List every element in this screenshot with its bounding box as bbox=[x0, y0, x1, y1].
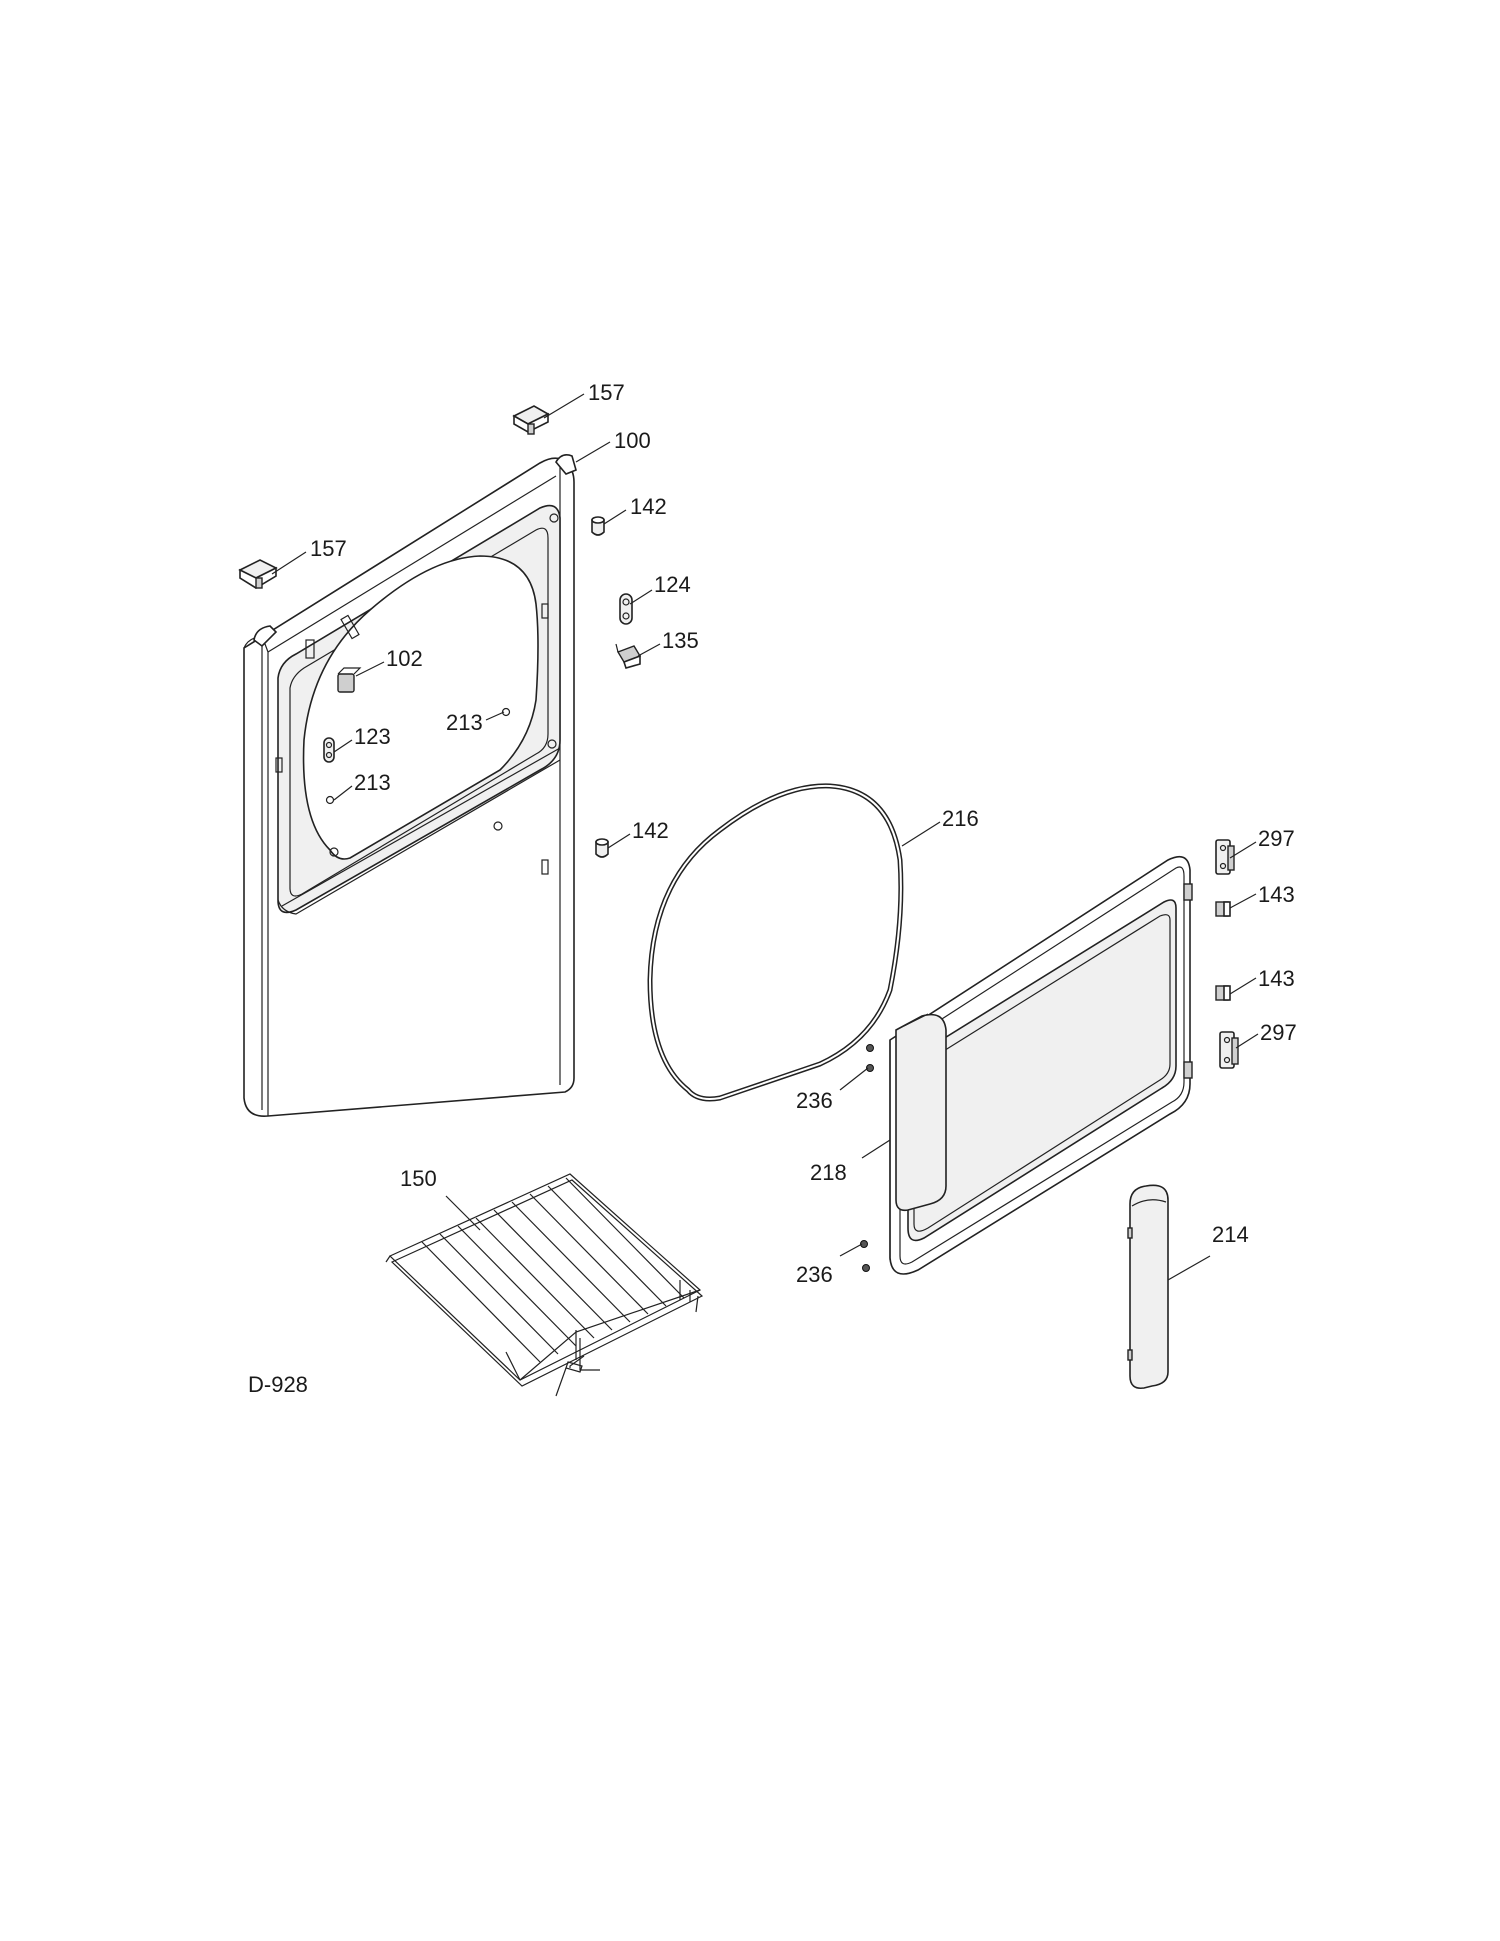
callout-124: 124 bbox=[654, 572, 691, 597]
screws-part-236-lower bbox=[860, 1240, 870, 1272]
callout-236-upper: 236 bbox=[796, 1088, 833, 1113]
callout-labels: 157 100 142 157 124 135 102 213 123 213 … bbox=[248, 380, 1297, 1397]
hinge-part-297-bottom bbox=[1219, 1031, 1239, 1069]
drying-rack-part-150 bbox=[385, 1173, 704, 1397]
gasket-part-216 bbox=[647, 783, 904, 1102]
callout-143-bottom: 143 bbox=[1258, 966, 1295, 991]
front-panel-part-100 bbox=[243, 454, 577, 1117]
leader-lines bbox=[271, 393, 1259, 1281]
callout-297-bottom: 297 bbox=[1260, 1020, 1297, 1045]
callout-213-left: 213 bbox=[354, 770, 391, 795]
callout-102: 102 bbox=[386, 646, 423, 671]
plug-part-142-upper bbox=[591, 516, 605, 536]
callout-142-lower: 142 bbox=[632, 818, 669, 843]
callout-157-left: 157 bbox=[310, 536, 347, 561]
callout-123: 123 bbox=[354, 724, 391, 749]
door-handle-part-214 bbox=[1127, 1184, 1169, 1390]
stop-part-143-top bbox=[1215, 901, 1231, 917]
callout-150: 150 bbox=[400, 1166, 437, 1191]
door-assembly-part-218 bbox=[889, 855, 1193, 1275]
callout-142-upper: 142 bbox=[630, 494, 667, 519]
callout-100: 100 bbox=[614, 428, 651, 453]
callout-157-top: 157 bbox=[588, 380, 625, 405]
callout-214: 214 bbox=[1212, 1222, 1249, 1247]
callout-213-right: 213 bbox=[446, 710, 483, 735]
bracket-part-124 bbox=[619, 593, 633, 625]
callout-297-top: 297 bbox=[1258, 826, 1295, 851]
latch-part-135 bbox=[615, 643, 642, 669]
callout-236-lower: 236 bbox=[796, 1262, 833, 1287]
callout-218: 218 bbox=[810, 1160, 847, 1185]
screws-part-236-upper bbox=[866, 1044, 874, 1072]
callout-135: 135 bbox=[662, 628, 699, 653]
diagram-reference-code: D-928 bbox=[248, 1372, 308, 1397]
stop-part-143-bottom bbox=[1215, 985, 1231, 1001]
clip-part-157-top bbox=[512, 405, 550, 435]
callout-143-top: 143 bbox=[1258, 882, 1295, 907]
clip-part-157-left bbox=[238, 559, 278, 589]
plug-part-142-lower bbox=[595, 838, 609, 858]
callout-216: 216 bbox=[942, 806, 979, 831]
